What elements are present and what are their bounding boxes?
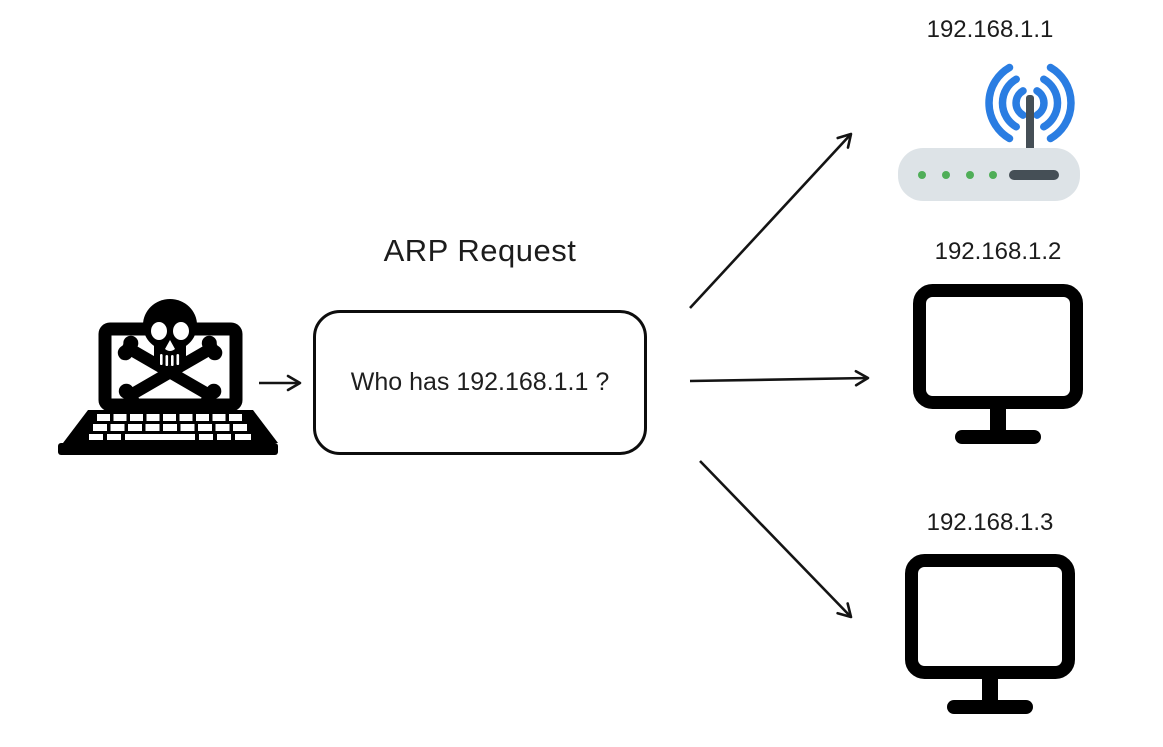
wifi-signal-icon: [985, 63, 1075, 143]
arp-request-message: Who has 192.168.1.1 ?: [350, 368, 610, 396]
monitor-icon: [913, 284, 1083, 444]
wifi-router-icon: [898, 63, 1080, 201]
skull-crossbones-laptop-icon: [58, 299, 278, 455]
crossbones-shape: [117, 335, 223, 409]
node-ip-label: 192.168.1.3: [926, 509, 1054, 536]
node-ip-label: 192.168.1.1: [926, 16, 1054, 43]
arrow-to-computer-2: [689, 369, 870, 387]
router-antenna: [1026, 95, 1034, 151]
monitor-icon: [905, 554, 1075, 714]
arp-request-box: Who has 192.168.1.1 ?: [313, 310, 647, 455]
router-port-slot: [1009, 170, 1059, 180]
node-ip-label: 192.168.1.2: [934, 238, 1062, 265]
arrow-to-computer-3: [699, 460, 853, 619]
arrow-to-router: [689, 132, 853, 309]
skull-shape: [143, 299, 197, 366]
router-body: [898, 148, 1080, 201]
router-led-lights: [918, 171, 997, 179]
diagram-title: ARP Request: [383, 233, 577, 268]
laptop-keyboard: [58, 410, 278, 455]
